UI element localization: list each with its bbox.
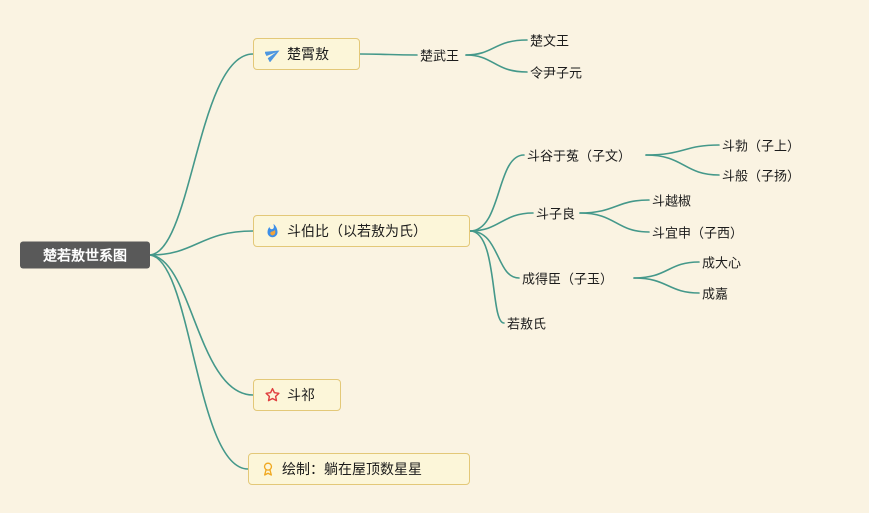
root-label: 楚若敖世系图 — [43, 248, 127, 264]
connector-b2-child3 — [469, 230, 520, 279]
connector-b2-child4 — [469, 230, 505, 324]
node-label: 斗越椒 — [652, 194, 692, 210]
branch-dou-bo-bi[interactable]: 斗伯比（以若敖为氏） — [253, 215, 470, 247]
connector-root-branch2 — [149, 230, 254, 256]
node-dou-ban-zi-yang[interactable]: 斗般（子扬） — [722, 166, 800, 185]
node-label: 斗般（子扬） — [722, 169, 801, 185]
node-dou-gu-wu-tu[interactable]: 斗谷于菟（子文） — [527, 146, 631, 165]
flame-icon — [264, 223, 281, 240]
node-label: 斗勃（子上） — [722, 139, 801, 155]
medal-icon — [259, 461, 276, 478]
node-label: 斗宜申（子西） — [652, 226, 744, 242]
connector-root-branch4 — [149, 254, 249, 470]
connector-chengdechen-1 — [633, 261, 700, 279]
node-cheng-de-chen[interactable]: 成得臣（子玉） — [522, 269, 613, 288]
branch-label: 斗祁 — [287, 388, 315, 404]
node-label: 若敖氏 — [507, 317, 547, 333]
connector-douziliang-2 — [579, 212, 650, 233]
branch-label: 斗伯比（以若敖为氏） — [287, 224, 427, 240]
node-cheng-da-xin[interactable]: 成大心 — [702, 253, 741, 272]
node-chu-wen-wang[interactable]: 楚文王 — [530, 31, 569, 50]
connector-douguwutu-2 — [645, 154, 720, 176]
node-label: 令尹子元 — [530, 66, 583, 82]
node-cheng-jia[interactable]: 成嘉 — [702, 284, 728, 303]
branch-label: 绘制：躺在屋顶数星星 — [282, 462, 422, 478]
connector-chengdechen-2 — [633, 277, 700, 294]
branch-chu-xiao-ao[interactable]: 楚霄敖 — [253, 38, 360, 70]
connector-douguwutu-1 — [645, 144, 720, 156]
node-label: 楚武王 — [420, 49, 460, 65]
node-dou-yi-shen[interactable]: 斗宜申（子西） — [652, 223, 743, 242]
node-chu-wu-wang[interactable]: 楚武王 — [420, 46, 459, 65]
star-icon — [264, 387, 281, 404]
node-label: 斗谷于菟（子文） — [527, 149, 632, 165]
connector-chuwuwang-1 — [465, 39, 528, 56]
connector-b2-child1 — [469, 154, 525, 232]
connector-b1-child — [359, 53, 418, 56]
branch-credit[interactable]: 绘制：躺在屋顶数星星 — [248, 453, 470, 485]
node-dou-yue-jiao[interactable]: 斗越椒 — [652, 191, 691, 210]
node-label: 成大心 — [702, 256, 742, 272]
connector-douziliang-1 — [579, 199, 650, 214]
branch-label: 楚霄敖 — [287, 47, 329, 63]
node-dou-zi-liang[interactable]: 斗子良 — [536, 204, 575, 223]
node-ruo-ao-shi[interactable]: 若敖氏 — [507, 314, 546, 333]
node-label: 斗子良 — [536, 207, 576, 223]
connector-root-branch3 — [149, 254, 254, 396]
node-label: 成嘉 — [702, 287, 729, 303]
connector-chuwuwang-2 — [465, 54, 528, 73]
connector-b2-child2 — [469, 212, 534, 232]
node-ling-yin-zi-yuan[interactable]: 令尹子元 — [530, 63, 582, 82]
paper-plane-icon — [264, 46, 281, 63]
connector-root-branch1 — [149, 53, 254, 256]
node-label: 成得臣（子玉） — [522, 272, 614, 288]
node-dou-bo-zi-shang[interactable]: 斗勃（子上） — [722, 136, 800, 155]
branch-dou-qi[interactable]: 斗祁 — [253, 379, 341, 411]
root-node[interactable]: 楚若敖世系图 — [20, 241, 150, 269]
node-label: 楚文王 — [530, 34, 570, 50]
